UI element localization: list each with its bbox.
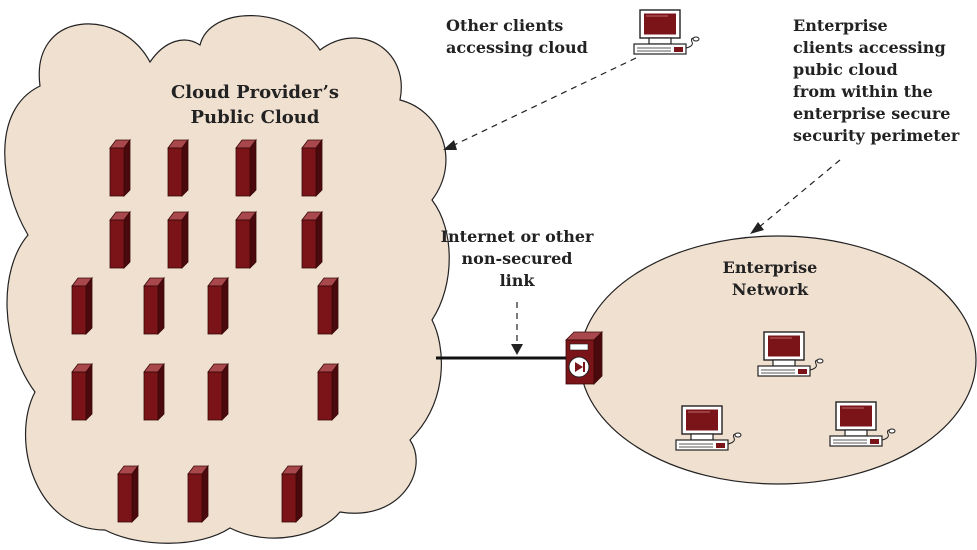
other-clients-arrow-line [451, 57, 637, 147]
enterprise-clients-label-line: clients accessing [793, 38, 946, 57]
link-label: Internet or other non-secured link [434, 226, 600, 292]
enterprise-clients-arrow-line [757, 159, 841, 229]
link-label-arrowhead [511, 344, 523, 355]
server-tower-icon [71, 363, 93, 421]
cloud-title-line: Cloud Provider’s [170, 82, 339, 103]
server-tower-icon [317, 363, 339, 421]
link-label-line: link [499, 271, 535, 290]
enterprise-clients-label-line: security perimeter [793, 126, 960, 145]
enterprise-network-label: Enterprise Network [700, 257, 840, 301]
server-tower-icon [301, 211, 323, 269]
enterprise-clients-label: Enterprise clients accessing pubic cloud… [793, 15, 959, 147]
server-tower-icon [109, 211, 131, 269]
server-tower-icon [187, 465, 209, 523]
desktop-computer-icon [633, 9, 700, 55]
enterprise-clients-label-line: Enterprise [793, 16, 888, 35]
server-tower-icon [167, 211, 189, 269]
cloud-title: Cloud Provider’s Public Cloud [150, 80, 360, 130]
server-tower-icon [281, 465, 303, 523]
server-tower-icon [143, 277, 165, 335]
other-clients-label-line: Other clients [446, 16, 564, 35]
server-tower-icon [207, 277, 229, 335]
enterprise-network-label-line: Enterprise [722, 258, 818, 277]
cloud-title-line: Public Cloud [190, 107, 320, 128]
server-tower-icon [207, 363, 229, 421]
enterprise-network-label-line: Network [731, 280, 809, 299]
enterprise-clients-arrowhead [750, 222, 764, 234]
server-tower-icon [143, 363, 165, 421]
server-tower-icon [235, 211, 257, 269]
server-tower-icon [301, 139, 323, 197]
enterprise-clients-label-line: pubic cloud [793, 60, 898, 79]
server-tower-icon [317, 277, 339, 335]
server-tower-icon [167, 139, 189, 197]
link-label-line: Internet or other [440, 227, 594, 246]
server-tower-icon [71, 277, 93, 335]
link-label-line: non-secured [461, 249, 573, 268]
other-clients-label-line: accessing cloud [446, 38, 588, 57]
firewall-icon [565, 331, 603, 385]
server-tower-icon [235, 139, 257, 197]
other-clients-arrowhead [443, 140, 457, 150]
server-tower-icon [109, 139, 131, 197]
enterprise-clients-label-line: enterprise secure [793, 104, 951, 123]
other-clients-label: Other clients accessing cloud [446, 15, 588, 59]
server-tower-icon [117, 465, 139, 523]
enterprise-clients-label-line: from within the [793, 82, 933, 101]
